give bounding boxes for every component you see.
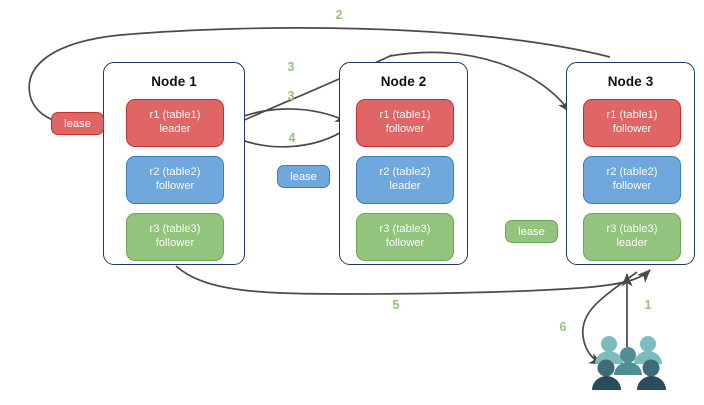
replica-node-2-r1[interactable]: r1 (table1) follower [356, 99, 454, 147]
replica-role: leader [159, 123, 191, 135]
replica-role: follower [385, 237, 425, 249]
node-title: Node 3 [607, 74, 654, 89]
replica-node-3-r2[interactable]: r2 (table2) follower [583, 156, 681, 204]
replica-id: r1 (table1) [606, 109, 658, 122]
replica-node-2-r2[interactable]: r2 (table2) leader [356, 156, 454, 204]
replica-role: follower [155, 237, 195, 249]
replica-node-3-r1[interactable]: r1 (table1) follower [583, 99, 681, 147]
replica-id: r2 (table2) [606, 166, 658, 179]
node-title: Node 2 [380, 74, 427, 89]
replica-role: follower [612, 180, 652, 192]
replica-id: r3 (table3) [149, 223, 201, 236]
replica-id: r1 (table1) [379, 109, 431, 122]
replica-node-1-r1[interactable]: r1 (table1) leader [126, 99, 224, 147]
step-label-3a: 3 [287, 60, 295, 74]
lease-box-table3[interactable]: lease [505, 220, 558, 243]
replica-node-1-r3[interactable]: r3 (table3) follower [126, 213, 224, 261]
users-icon [592, 336, 666, 390]
step-label-1: 1 [644, 298, 652, 312]
replica-role: follower [385, 123, 425, 135]
node-card-node-3[interactable]: Node 3 r1 (table1) follower r2 (table2) … [566, 62, 695, 265]
step-label-3b: 3 [287, 89, 295, 103]
node-card-node-1[interactable]: Node 1 r1 (table1) leader r2 (table2) fo… [103, 62, 245, 265]
lease-box-table1[interactable]: lease [51, 112, 104, 135]
lease-box-table2[interactable]: lease [277, 165, 330, 188]
replica-role: leader [616, 237, 648, 249]
node-title: Node 1 [151, 74, 197, 89]
step-label-4: 4 [288, 131, 296, 145]
replica-id: r3 (table3) [379, 223, 431, 236]
replica-role: follower [155, 180, 195, 192]
replica-node-2-r3[interactable]: r3 (table3) follower [356, 213, 454, 261]
step-label-2: 2 [335, 8, 343, 22]
replica-node-1-r2[interactable]: r2 (table2) follower [126, 156, 224, 204]
replica-node-3-r3[interactable]: r3 (table3) leader [583, 213, 681, 261]
replica-id: r1 (table1) [149, 109, 201, 122]
replica-id: r3 (table3) [606, 223, 658, 236]
step-label-6: 6 [559, 320, 567, 334]
replica-id: r2 (table2) [379, 166, 431, 179]
arrow-step-5 [175, 265, 651, 295]
node-card-node-2[interactable]: Node 2 r1 (table1) follower r2 (table2) … [339, 62, 468, 265]
step-label-5: 5 [392, 298, 400, 312]
replica-id: r2 (table2) [149, 166, 201, 179]
replica-role: follower [612, 123, 652, 135]
replica-role: leader [389, 180, 421, 192]
